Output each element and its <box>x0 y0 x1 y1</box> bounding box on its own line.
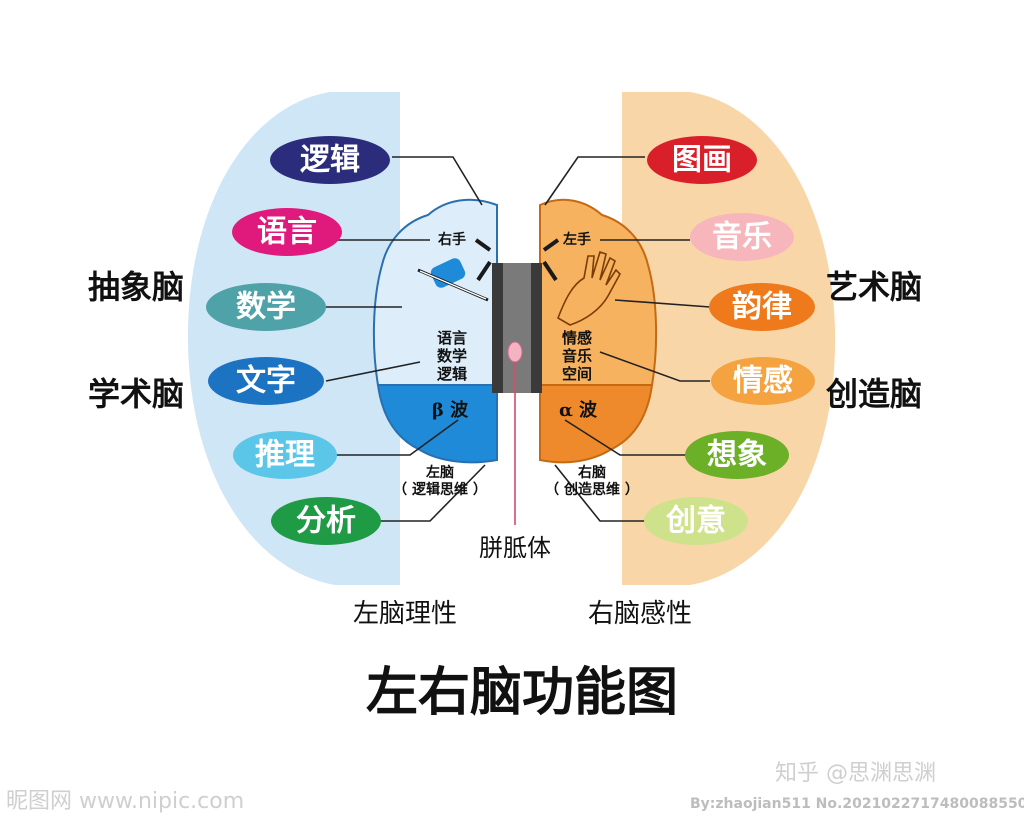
right-function-3: 空间 <box>562 365 592 383</box>
pill-creativity: 创意 <box>644 497 748 545</box>
pill-logic: 逻辑 <box>270 136 390 184</box>
left-pills: 逻辑 语言 数学 文字 推理 分析 <box>206 136 390 545</box>
right-hemisphere-upper <box>539 198 658 386</box>
pill-math: 数学 <box>206 283 326 331</box>
left-side-label-academic: 学术脑 <box>88 375 184 413</box>
left-function-2: 数学 <box>437 347 467 365</box>
right-function-2: 音乐 <box>562 347 592 365</box>
corpus-callosum <box>474 238 560 525</box>
pill-emotion: 情感 <box>711 357 815 405</box>
right-brain-caption: 右脑 <box>577 464 606 481</box>
pill-drawing-shape <box>647 136 757 184</box>
pill-rhythm: 韵律 <box>709 283 815 331</box>
page-title: 左右脑功能图 <box>366 663 678 723</box>
right-brain-caption-sub: （ 创造思维 ） <box>545 481 639 498</box>
right-hemisphere-lower <box>539 384 654 464</box>
left-function-1: 语言 <box>437 329 467 347</box>
right-function-1: 情感 <box>562 329 592 347</box>
pill-text: 文字 <box>208 357 324 405</box>
right-side-label-art: 艺术脑 <box>826 268 922 306</box>
pill-text-shape <box>208 357 324 405</box>
pill-language-shape <box>232 208 342 256</box>
pill-reasoning: 推理 <box>233 431 337 479</box>
pill-imagination-label: 想象 <box>707 438 767 473</box>
pill-drawing: 图画 <box>647 136 757 184</box>
pill-music-label: 音乐 <box>712 220 772 255</box>
left-hemisphere-upper <box>372 198 498 386</box>
pill-analysis-label: 分析 <box>296 504 356 539</box>
right-hand-label: 右手 <box>437 231 466 248</box>
pill-rhythm-shape <box>709 283 815 331</box>
left-function-3: 逻辑 <box>437 365 467 383</box>
pill-language: 语言 <box>232 208 342 256</box>
left-brain-caption-sub: （ 逻辑思维 ） <box>393 481 487 498</box>
pill-reasoning-label: 推理 <box>255 438 315 473</box>
watermark-right: 知乎 @思渊思渊 <box>775 761 936 786</box>
writing-hand-icon <box>417 258 489 302</box>
right-side-label-creative: 创造脑 <box>825 375 922 413</box>
left-side-label-abstract: 抽象脑 <box>88 268 184 306</box>
pill-creativity-shape <box>644 497 748 545</box>
corpus-callosum-label: 胼胝体 <box>479 534 551 562</box>
alpha-wave-label: α 波 <box>559 399 598 421</box>
left-hemisphere-lower <box>376 384 498 464</box>
pill-analysis-shape <box>271 497 381 545</box>
pill-logic-label: 逻辑 <box>300 143 360 178</box>
pill-drawing-label: 图画 <box>672 143 732 178</box>
right-brain-emotional-label: 右脑感性 <box>588 599 692 629</box>
pill-emotion-label: 情感 <box>733 364 793 399</box>
left-brain-rational-label: 左脑理性 <box>353 599 457 629</box>
pill-analysis: 分析 <box>271 497 381 545</box>
left-hemisphere <box>372 198 498 464</box>
watermark-left: 昵图网 www.nipic.com <box>6 789 244 814</box>
right-pills: 图画 音乐 韵律 情感 想象 创意 <box>644 136 815 545</box>
raised-hand-icon <box>557 250 621 326</box>
pill-music-shape <box>690 213 794 261</box>
pill-imagination-shape <box>685 431 789 479</box>
pill-music: 音乐 <box>690 213 794 261</box>
pill-math-label: 数学 <box>236 290 296 325</box>
pill-imagination: 想象 <box>685 431 789 479</box>
left-brain-caption: 左脑 <box>425 464 454 481</box>
beta-wave-label: β 波 <box>432 399 469 421</box>
pill-text-label: 文字 <box>236 364 296 399</box>
pill-math-shape <box>206 283 326 331</box>
pill-reasoning-shape <box>233 431 337 479</box>
left-hand-label: 左手 <box>562 231 591 248</box>
pill-creativity-label: 创意 <box>665 504 726 539</box>
pill-rhythm-label: 韵律 <box>732 290 792 325</box>
pill-logic-shape <box>270 136 390 184</box>
right-hemisphere <box>539 198 658 464</box>
pill-language-label: 语言 <box>257 215 317 250</box>
pill-emotion-shape <box>711 357 815 405</box>
watermark-id: By:zhaojian511 No.20210227174800885504 <box>690 796 1024 812</box>
